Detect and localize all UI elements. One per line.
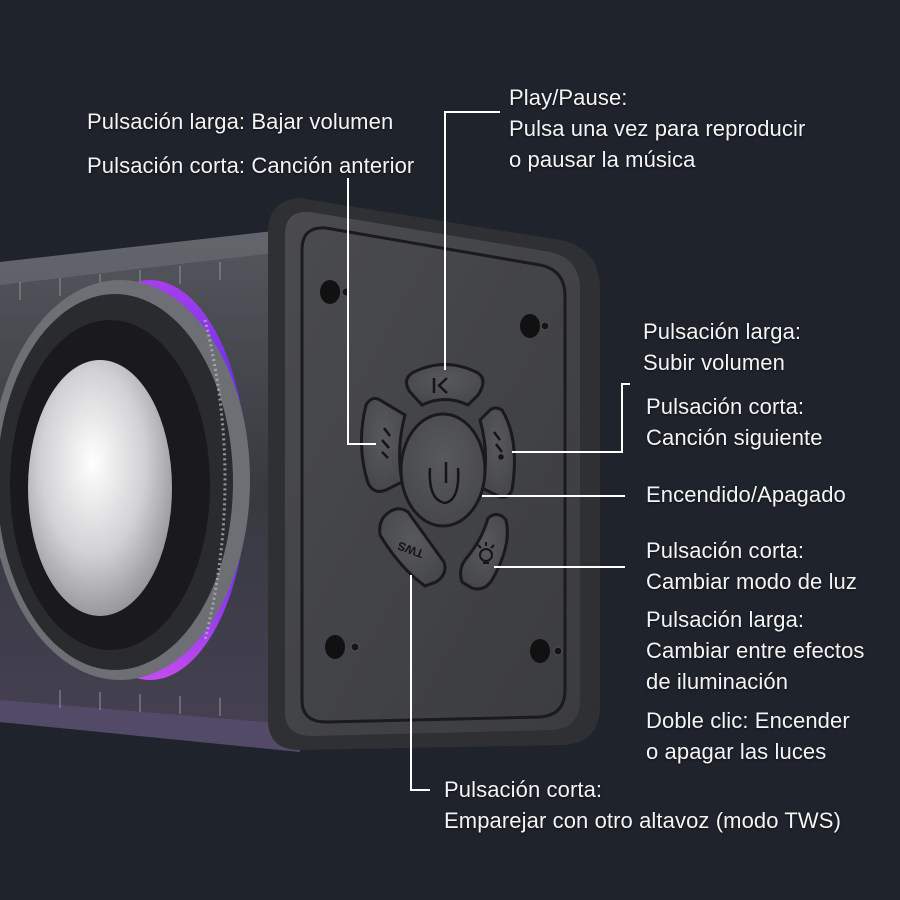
- callout-light-line2: Cambiar modo de luz: [646, 569, 857, 594]
- callout-next-short: Pulsación corta: Canción siguiente: [646, 391, 823, 453]
- callout-play-line2: Pulsa una vez para reproducir: [509, 116, 806, 141]
- callout-play-line3: o pausar la música: [509, 147, 696, 172]
- light-bulb-icon: [477, 542, 495, 564]
- callout-light-line6: Doble clic: Encender: [646, 708, 850, 733]
- callout-next-line2: Subir volumen: [643, 350, 785, 375]
- callout-next-line1: Pulsación larga:: [643, 319, 802, 344]
- tws-button[interactable]: TWS: [378, 507, 447, 588]
- screw: [520, 314, 550, 338]
- callout-play: Play/Pause: Pulsa una vez para reproduci…: [509, 82, 805, 175]
- power-icon: [428, 462, 460, 505]
- callout-prev-line2: Pulsación corta: Canción anterior: [87, 153, 415, 178]
- callout-light-line1: Pulsación corta:: [646, 538, 805, 563]
- play-pause-icon: [432, 377, 448, 394]
- callout-tws: Pulsación corta: Emparejar con otro alta…: [444, 774, 841, 836]
- play-pause-button[interactable]: [405, 363, 485, 407]
- callout-light-line5: de iluminación: [646, 669, 789, 694]
- callout-power: Encendido/Apagado: [646, 479, 846, 510]
- callout-next-line3: Pulsación corta:: [646, 394, 805, 419]
- callout-light-long: Pulsación larga: Cambiar entre efectos d…: [646, 604, 865, 697]
- speaker-driver: [0, 280, 250, 680]
- callout-light-short: Pulsación corta: Cambiar modo de luz: [646, 535, 857, 597]
- previous-track-icon: [381, 427, 391, 459]
- callout-line-prev: [347, 178, 376, 445]
- button-cluster: TWS: [359, 363, 516, 591]
- callout-lines: [347, 111, 630, 791]
- callout-tws-line2: Emparejar con otro altavoz (modo TWS): [444, 808, 841, 833]
- callout-line-tws: [410, 575, 430, 791]
- callout-next-long: Pulsación larga: Subir volumen: [643, 316, 801, 378]
- next-track-icon: [493, 431, 504, 460]
- power-button[interactable]: [399, 412, 487, 528]
- screw: [530, 639, 563, 663]
- light-mode-button[interactable]: [459, 513, 509, 591]
- callout-light-line3: Pulsación larga:: [646, 607, 805, 632]
- callout-light-line7: o apagar las luces: [646, 739, 827, 764]
- previous-button[interactable]: [359, 396, 407, 493]
- callout-line-play: [444, 111, 500, 370]
- callout-light-double: Doble clic: Encender o apagar las luces: [646, 705, 850, 767]
- callout-tws-line1: Pulsación corta:: [444, 777, 603, 802]
- callout-play-line1: Play/Pause:: [509, 85, 628, 110]
- callout-prev: Pulsación larga: Bajar volumen Pulsación…: [87, 100, 414, 188]
- callout-prev-line1: Pulsación larga: Bajar volumen: [87, 109, 394, 134]
- callout-light-line4: Cambiar entre efectos: [646, 638, 865, 663]
- screw: [325, 635, 360, 659]
- callout-next-line4: Canción siguiente: [646, 425, 823, 450]
- callout-power-line1: Encendido/Apagado: [646, 482, 846, 507]
- callout-line-next: [512, 383, 630, 453]
